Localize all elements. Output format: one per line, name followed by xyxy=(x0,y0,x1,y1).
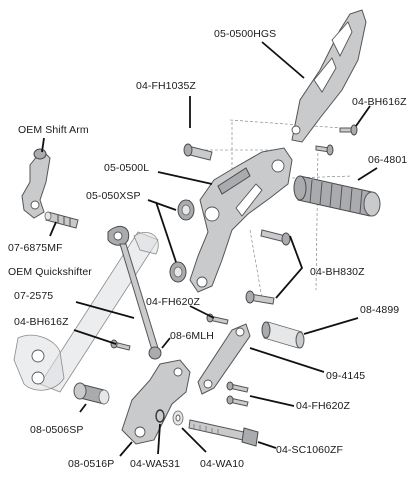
label-05-0500l: 05-0500L xyxy=(104,162,150,174)
oem-shift-arm xyxy=(21,148,51,219)
spacer-08-4899 xyxy=(261,321,305,349)
label-08-0506sp: 08-0506SP xyxy=(30,424,84,436)
pivot-block-08-0516p xyxy=(121,359,191,445)
label-04-fh620z-lower: 04-FH620Z xyxy=(296,400,351,412)
link-rod-07-2575 xyxy=(107,225,162,360)
label-08-0516p: 08-0516P xyxy=(68,458,115,470)
label-04-fh1035z: 04-FH1035Z xyxy=(136,80,196,92)
link-plate-09-4145 xyxy=(197,323,251,395)
label-08-6mlh: 08-6MLH xyxy=(170,330,214,342)
leader-lines xyxy=(41,41,378,457)
washer-04-wa10 xyxy=(172,410,184,426)
label-05-0500hgs: 05-0500HGS xyxy=(214,28,277,40)
label-08-4899: 08-4899 xyxy=(360,304,400,316)
label-06-4801: 06-4801 xyxy=(368,154,408,166)
label-07-2575: 07-2575 xyxy=(14,290,54,302)
label-04-bh830z: 04-BH830Z xyxy=(310,266,365,278)
label-oem-quickshifter: OEM Quickshifter xyxy=(8,266,92,278)
label-oem-shift-arm: OEM Shift Arm xyxy=(18,124,89,136)
label-04-sc1060zf: 04-SC1060ZF xyxy=(276,444,344,456)
bolt-04-sc1060zf xyxy=(188,419,259,447)
oem-quickshifter-rod xyxy=(13,231,159,393)
label-04-wa531: 04-WA531 xyxy=(130,458,181,470)
label-05-050xsp: 05-050XSP xyxy=(86,190,141,202)
adapter-07-6875mf xyxy=(44,211,79,229)
bolt-04-fh1035z xyxy=(183,143,213,161)
label-04-bh616z-left: 04-BH616Z xyxy=(14,316,69,328)
label-04-fh620z-mid: 04-FH620Z xyxy=(146,296,201,308)
label-09-4145: 09-4145 xyxy=(326,370,366,382)
bolts-04-bh616z-right xyxy=(315,124,358,156)
label-04-wa10: 04-WA10 xyxy=(200,458,245,470)
washer-04-wa531 xyxy=(155,409,165,423)
spacer-08-0506sp xyxy=(73,382,110,405)
bolts-04-bh830z xyxy=(245,229,291,305)
label-04-bh616z-top: 04-BH616Z xyxy=(352,96,407,108)
foot-peg-06-4801 xyxy=(293,175,381,217)
bolt-04-bh616z-left xyxy=(110,339,131,351)
label-07-6875mf: 07-6875MF xyxy=(8,242,63,254)
rearset-plate-05-0500l xyxy=(189,147,293,293)
bolts-04-fh620z-lower xyxy=(226,381,249,407)
spacers-05-050xsp xyxy=(169,199,195,283)
heel-guard-05-0500hgs xyxy=(291,9,367,143)
